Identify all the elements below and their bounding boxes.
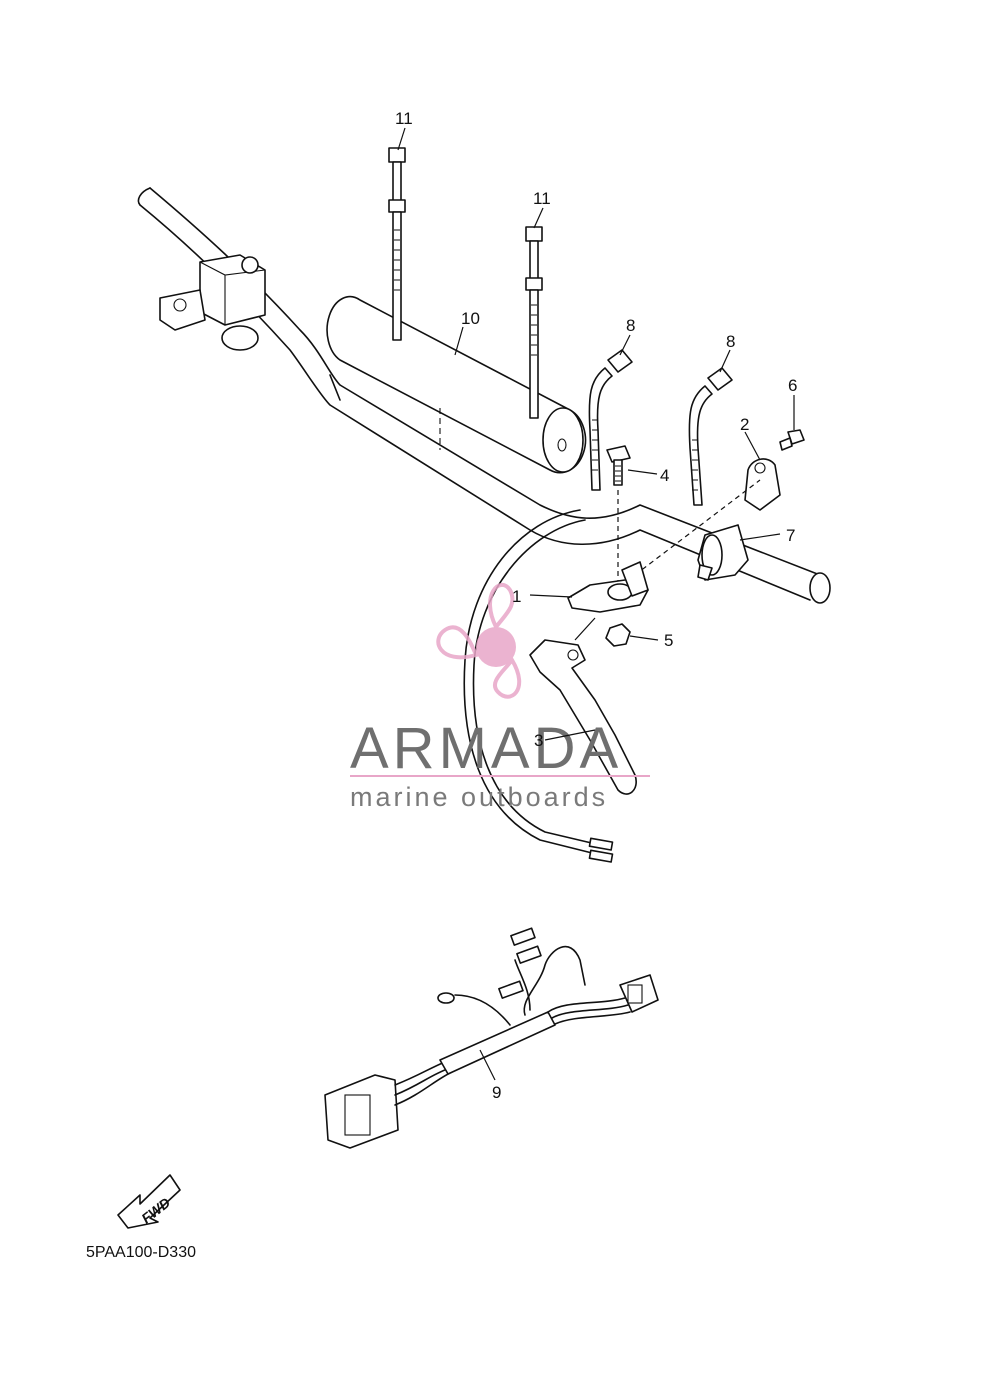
reference-code: 5PAA100-D330 <box>86 1244 196 1261</box>
brand-logo <box>436 583 522 699</box>
wire-harness-9 <box>324 927 659 1149</box>
callout-2: 2 <box>740 415 749 434</box>
cable-tie-11a <box>388 147 406 341</box>
bolt-4 <box>606 445 631 486</box>
callout-1: 1 <box>512 587 521 606</box>
lever-3 <box>529 639 637 795</box>
cable-tie-8b <box>688 367 733 506</box>
brand-tagline: marine outboards <box>350 782 608 812</box>
nut-5 <box>605 623 631 647</box>
callout-8b: 8 <box>726 332 735 351</box>
cable-tie-11b <box>525 226 543 419</box>
callout-10: 10 <box>461 309 480 328</box>
callout-8a: 8 <box>626 316 635 335</box>
brand-name: ARMADA <box>350 716 622 781</box>
fwd-arrow-icon <box>117 1174 181 1229</box>
switch-cable <box>463 509 614 863</box>
callout-3: 3 <box>534 731 543 750</box>
screw-6 <box>779 429 805 451</box>
switch-7 <box>697 524 749 581</box>
clamp-2 <box>744 458 781 511</box>
handlebar-pad <box>326 295 587 474</box>
leader-lines <box>397 127 795 1081</box>
callout-7: 7 <box>786 526 795 545</box>
callout-6: 6 <box>788 376 797 395</box>
cable-tie-8a <box>588 349 633 491</box>
callout-9: 9 <box>492 1083 501 1102</box>
left-switch-housing <box>159 254 266 351</box>
lever-holder-1 <box>567 561 649 613</box>
callout-11a: 11 <box>395 109 413 128</box>
callout-11b: 11 <box>533 189 551 208</box>
callout-5: 5 <box>664 631 673 650</box>
callout-4: 4 <box>660 466 669 485</box>
